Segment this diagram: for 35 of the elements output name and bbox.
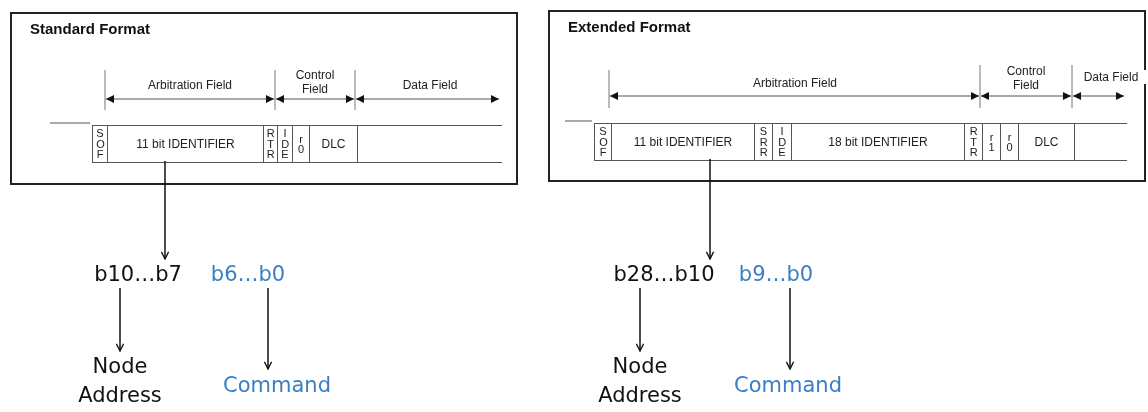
field-cell [357, 125, 502, 163]
meaning-label: Command [733, 370, 843, 400]
bit-field-cell: r0 [292, 125, 309, 163]
field-cell: 11 bit IDENTIFIER [611, 123, 754, 161]
field-cell: DLC [309, 125, 357, 163]
bit-range: b9…b0 [733, 260, 819, 288]
bit-range: b10…b7 [88, 260, 188, 288]
field-cell: 11 bit IDENTIFIER [107, 125, 263, 163]
meaning-label: Node Address [75, 352, 165, 410]
bit-field-cell: r0 [1000, 123, 1018, 161]
arrow [263, 287, 273, 370]
field-cell: 18 bit IDENTIFIER [791, 123, 964, 161]
bit-field-cell: IDE [277, 125, 292, 163]
bit-field-cell: r1 [982, 123, 1000, 161]
meaning-label: Node Address [595, 352, 685, 410]
arrow [160, 160, 170, 260]
arrow [115, 287, 125, 352]
arrow [705, 158, 715, 260]
field-cell [1074, 123, 1127, 161]
panel-heading: Standard Format [30, 19, 150, 39]
format-panel [10, 12, 518, 185]
bit-field-cell: SOF [92, 125, 107, 163]
bit-range: b6…b0 [205, 260, 291, 288]
format-panel [548, 10, 1146, 182]
bit-field-cell: RTR [263, 125, 277, 163]
bit-field-cell: RTR [964, 123, 982, 161]
arrow [785, 287, 795, 370]
field-cell: DLC [1018, 123, 1074, 161]
arrow [635, 287, 645, 352]
panel-heading: Extended Format [568, 17, 691, 37]
bit-field-cell: IDE [772, 123, 791, 161]
bit-field-cell: SRR [754, 123, 772, 161]
bit-field-cell: SOF [594, 123, 611, 161]
meaning-label: Command [222, 370, 332, 400]
bit-range: b28…b10 [608, 260, 720, 288]
